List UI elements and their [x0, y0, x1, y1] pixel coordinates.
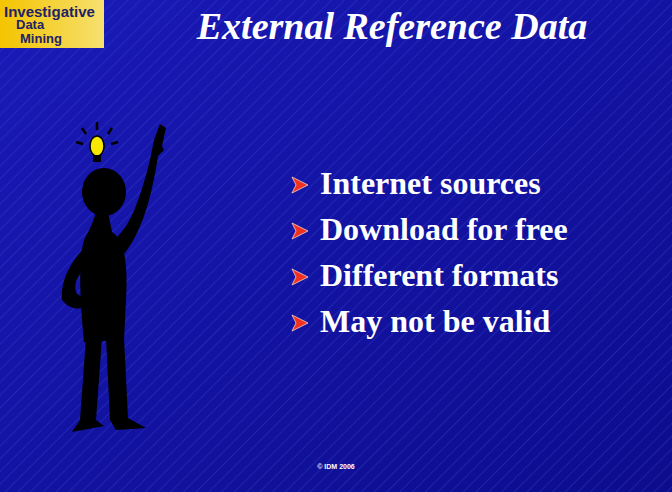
logo-text: Data [16, 17, 44, 32]
slide-title: External Reference Data [118, 4, 666, 48]
bullet-arrow [290, 221, 310, 241]
bullet-item: Download for free [290, 209, 662, 249]
bullet-text: May not be valid [320, 303, 550, 339]
bullet-arrow [290, 267, 310, 287]
bullet-text: Internet sources [320, 165, 541, 201]
bullet-item: Internet sources [290, 163, 662, 203]
bullet-item: Different formats [290, 255, 662, 295]
copyright-note: © IDM 2006 [0, 463, 672, 470]
light-bulb [76, 122, 118, 162]
bullet-arrow [290, 175, 310, 195]
bullet-text: Different formats [320, 257, 558, 293]
bullet-text: Download for free [320, 211, 568, 247]
logo-text: Mining [20, 31, 62, 46]
bullet-list: Internet sourcesDownload for freeDiffere… [290, 163, 662, 347]
bullet-arrow [290, 313, 310, 333]
logo-panel: InvestigativeDataMining [0, 0, 104, 48]
bullet-item: May not be valid [290, 301, 662, 341]
